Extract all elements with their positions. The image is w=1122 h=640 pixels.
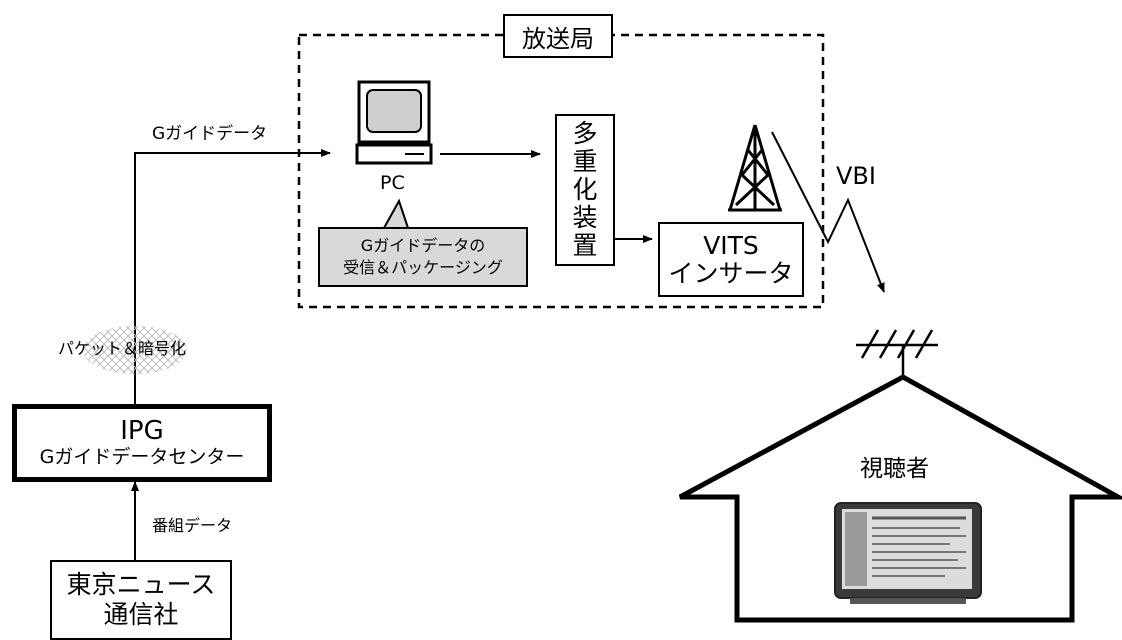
- pc-callout-line1: Gガイドデータの: [360, 236, 486, 256]
- television-icon: [834, 502, 982, 604]
- multiplexer-char-3: 化: [572, 175, 598, 204]
- multiplexer-box: 多 重 化 装 置: [555, 114, 615, 266]
- broadcast-station-boundary: [297, 33, 825, 309]
- program-data-label: 番組データ: [152, 516, 233, 535]
- broadcast-station-text: 放送局: [522, 24, 594, 53]
- lightning-signal-icon: [771, 131, 885, 293]
- news-agency-line1: 東京ニュース: [66, 570, 216, 599]
- gguide-data-arrow: [134, 149, 331, 404]
- packet-encrypt-label: パケット＆暗号化: [58, 339, 187, 358]
- news-agency-box: 東京ニュース 通信社: [50, 560, 232, 640]
- antenna-tower-icon: [728, 124, 782, 212]
- vits-line2: インサータ: [668, 258, 794, 288]
- vbi-label: VBI: [836, 162, 876, 190]
- tv-antenna-icon: [856, 329, 938, 377]
- packet-encrypt-cloud: [83, 326, 187, 374]
- multiplexer-char-2: 重: [572, 147, 598, 176]
- viewer-label: 視聴者: [860, 456, 929, 482]
- vits-inserter-box: VITS インサータ: [658, 222, 804, 297]
- gguide-data-label: Gガイドデータ: [152, 124, 268, 144]
- computer-icon: [355, 80, 433, 165]
- ipg-line1: IPG: [120, 416, 164, 447]
- pc-callout-pointer: [383, 198, 409, 229]
- news-agency-line2: 通信社: [103, 600, 179, 629]
- multiplexer-char-5: 置: [572, 231, 598, 260]
- pc-callout-line2: 受信＆パッケージング: [343, 258, 503, 277]
- pc-label: PC: [380, 172, 405, 194]
- multiplexer-char-4: 装: [572, 203, 598, 232]
- ipg-center-box: IPG Gガイドデータセンター: [12, 404, 272, 482]
- pc-callout: Gガイドデータの 受信＆パッケージング: [318, 227, 528, 287]
- multiplexer-char-1: 多: [572, 119, 598, 148]
- vits-line1: VITS: [703, 231, 759, 260]
- ipg-line2: Gガイドデータセンター: [39, 446, 245, 469]
- broadcast-station-label: 放送局: [503, 14, 613, 58]
- house-icon: [678, 374, 1122, 623]
